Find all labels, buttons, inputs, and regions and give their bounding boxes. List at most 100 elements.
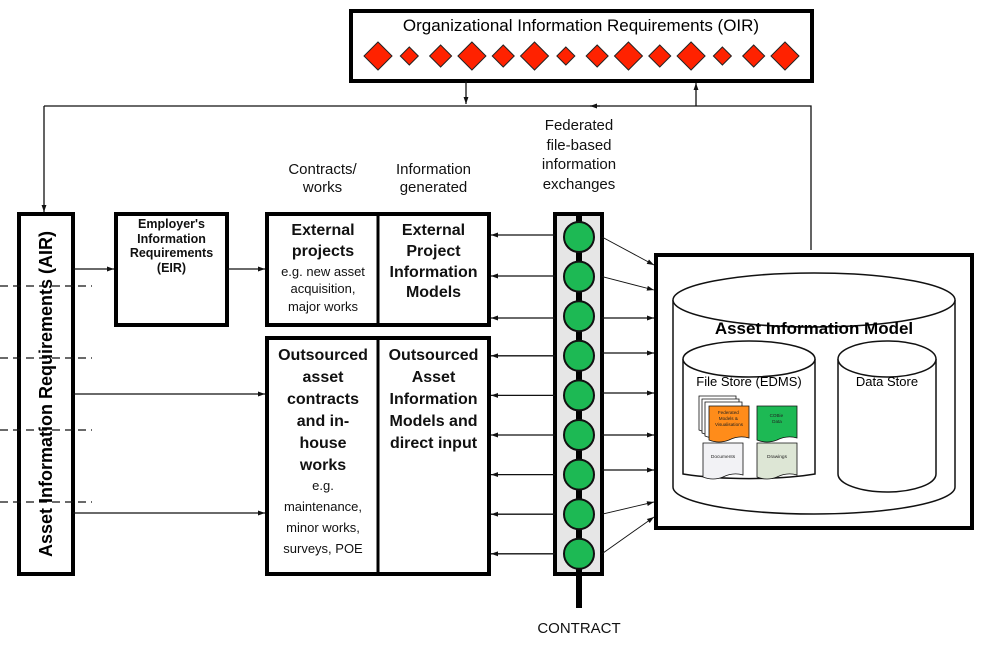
desc-line: minor works, [286, 520, 360, 536]
title-line: and in- [296, 412, 350, 430]
title-line: Asset [411, 368, 456, 386]
title-line: Outsourced [388, 347, 479, 364]
oir-diamond [457, 41, 487, 71]
oir-diamond [399, 46, 420, 66]
federated-models-doc: Federated Models & Visualisations [698, 395, 750, 443]
desc-line: e.g. new asset [281, 263, 365, 279]
documents-doc: Documents [702, 442, 744, 480]
documents-doc-label: Documents [711, 454, 736, 460]
header-line: Contracts/ [288, 161, 357, 178]
outsourced-asset-information-models-label: Outsourced Asset Information Models and … [379, 345, 488, 455]
exchanges-column-header: Federated file-based information exchang… [520, 116, 638, 194]
exchange-bead [563, 221, 595, 253]
air-dividers [0, 285, 92, 503]
eir-label-line: Information [137, 231, 206, 246]
doc-label-line: Visualisations [715, 422, 744, 427]
oir-diamond [428, 44, 453, 68]
desc-line: e.g. [312, 478, 334, 494]
doc-label-line: Federated [718, 410, 739, 415]
exchange-bead [563, 339, 595, 372]
drawings-doc-label: Drawings [767, 454, 788, 460]
exchange-bead [563, 419, 595, 451]
bus-to-aim-arrow [601, 516, 655, 555]
title-line: Models [405, 284, 462, 302]
aim-title: Asset Information Model [715, 319, 913, 338]
title-line: External [401, 222, 466, 239]
oir-diamond [585, 44, 609, 68]
bus-to-aim-arrow [601, 501, 655, 515]
oir-diamond [519, 41, 550, 71]
feedback-loop-line [44, 105, 812, 250]
drawings-doc: Drawings [756, 442, 798, 480]
header-line: works [302, 178, 343, 196]
title-line: Models and [389, 412, 478, 430]
oir-diamond-group [363, 41, 800, 71]
desc-line: surveys, POE [283, 540, 363, 556]
doc-label-line: COBie [770, 413, 784, 418]
oir-box [349, 9, 814, 83]
contracts-column-header: Contracts/ works [267, 161, 378, 196]
external-projects-desc: e.g. new asset acquisition, major works [269, 263, 377, 316]
bus-to-aim-arrow [601, 236, 655, 266]
oir-diamond [741, 44, 766, 68]
svg-text:Federated Models &: Federated Models & Visualisations [715, 410, 744, 427]
eir-label-line: Employer's [138, 217, 205, 231]
header-line: Information [395, 161, 472, 178]
bus-to-aim-arrows [601, 236, 655, 555]
title-line: works [299, 456, 347, 474]
title-line: Project [406, 242, 461, 260]
eir-label: Employer's Information Requirements (EIR… [116, 217, 227, 276]
external-projects-label: External projects e.g. new asset acquisi… [269, 221, 377, 315]
oir-diamond [676, 41, 706, 71]
title-line: direct input [389, 434, 478, 452]
eir-label-line: Requirements [129, 246, 214, 261]
oir-diamond [648, 44, 672, 68]
exchange-bead [563, 300, 595, 333]
oir-title: Organizational Information Requirements … [403, 16, 759, 35]
desc-line: major works [287, 298, 359, 314]
header-line: file-based [546, 136, 612, 154]
exchange-bead [563, 498, 595, 531]
data-store-cylinder [837, 340, 937, 493]
information-column-header: Information generated [376, 161, 491, 196]
external-project-information-models-label: External Project Information Models [379, 221, 488, 304]
header-line: exchanges [542, 175, 616, 193]
title-line: asset [302, 368, 344, 386]
bus-to-aim-arrow [601, 276, 655, 291]
title-line: house [299, 434, 347, 452]
air-label: Asset Information Requirements (AIR) [36, 231, 56, 557]
doc-label-line: Models & [719, 416, 738, 421]
svg-text:COBie Data: COBie Data [770, 413, 785, 424]
oir-diamond [363, 41, 393, 71]
data-store-label: Data Store [856, 374, 918, 389]
oir-diamond [770, 41, 800, 71]
desc-line: maintenance, [283, 499, 363, 515]
eir-label-line: (EIR) [156, 260, 187, 275]
oir-diamond [491, 44, 515, 68]
doc-label-line: Data [772, 419, 782, 424]
exchange-bead [563, 260, 595, 293]
file-store-label: File Store (EDMS) [696, 374, 801, 389]
desc-line: acquisition, [290, 281, 356, 297]
exchange-bead [563, 379, 595, 412]
title-line: contracts [286, 390, 360, 408]
title-line: Information [389, 263, 478, 281]
oir-diamond [712, 46, 733, 66]
bead-group [563, 221, 595, 570]
title-line: Information [389, 390, 478, 408]
header-line: generated [399, 178, 468, 196]
bus-to-info-arrows [491, 232, 555, 557]
oir-diamond [613, 41, 644, 71]
outsourced-contracts-label: Outsourced asset contracts and in- house… [269, 345, 377, 560]
exchange-bead [563, 537, 595, 570]
exchange-bead [563, 458, 595, 491]
title-line: External [291, 222, 355, 239]
cobie-data-doc: COBie Data [756, 405, 798, 443]
outsourced-contracts-desc: e.g. maintenance, minor works, surveys, … [269, 476, 377, 559]
oir-diamond [556, 46, 576, 66]
title-line: Outsourced [278, 347, 368, 364]
header-line: information [541, 156, 617, 173]
header-line: Federated [544, 117, 614, 134]
contract-label: CONTRACT [537, 620, 621, 637]
